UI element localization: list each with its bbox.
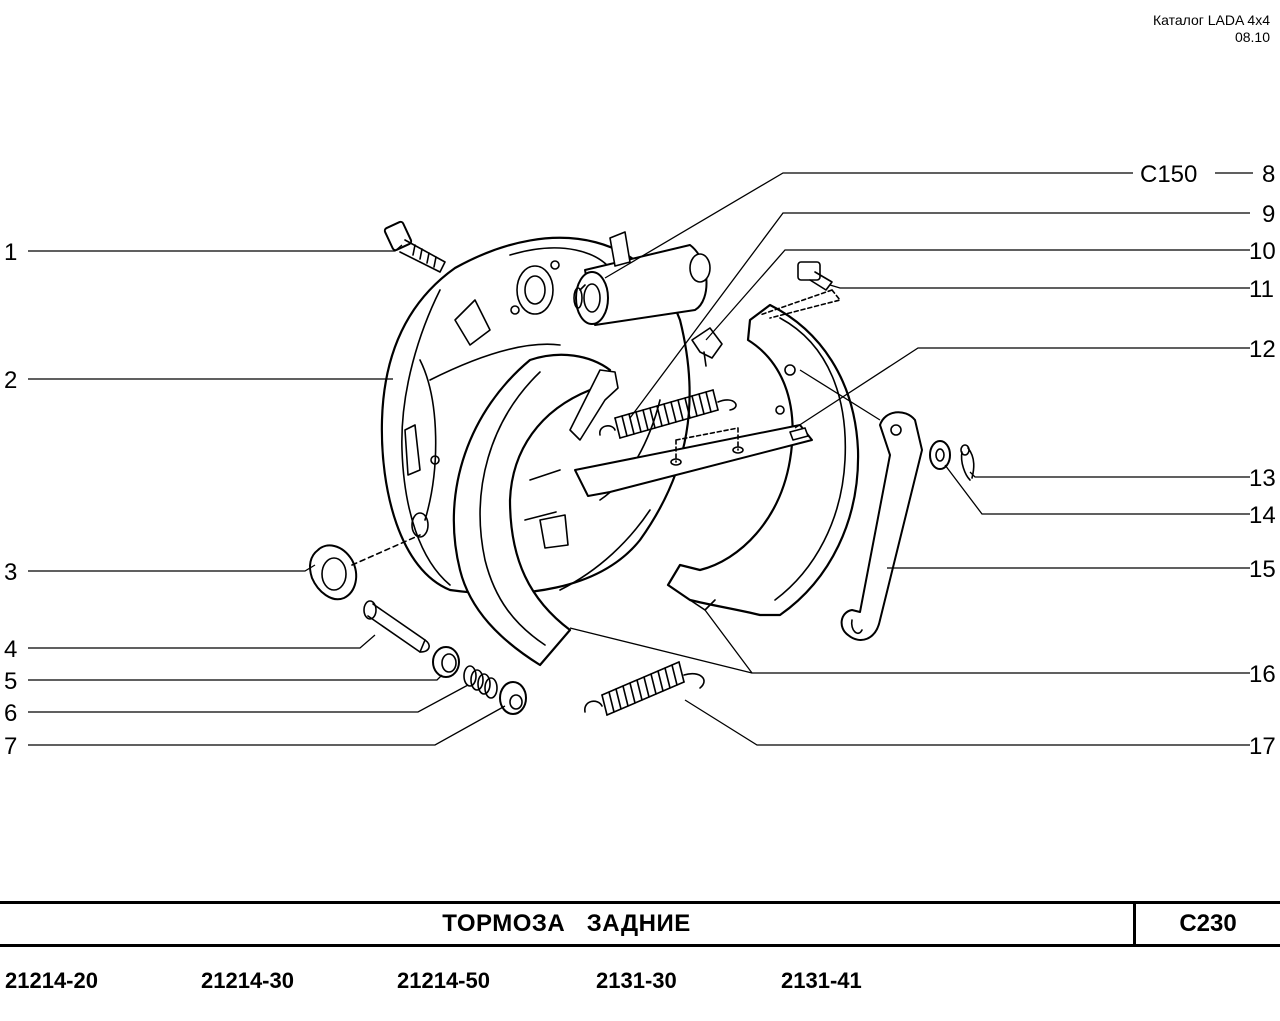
callout-17: 17 xyxy=(1249,733,1276,760)
spring-clip xyxy=(691,327,723,367)
brake-exploded-diagram: 1 2 3 4 5 6 7 C150 8 9 10 11 12 13 14 15… xyxy=(4,161,1276,760)
catalog-title: Каталог LADA 4x4 xyxy=(1152,12,1270,28)
cotter-pin xyxy=(960,444,975,481)
model-code: 21214-30 xyxy=(201,968,294,993)
callout-15: 15 xyxy=(1249,556,1276,583)
callout-10: 10 xyxy=(1249,238,1276,265)
callout-5: 5 xyxy=(4,668,17,695)
leader-lines xyxy=(28,172,1253,746)
spring-cup xyxy=(432,646,460,678)
hold-down-spring xyxy=(463,665,498,699)
model-code: 21214-50 xyxy=(397,968,490,993)
brake-shoe-left xyxy=(452,353,619,667)
washer xyxy=(929,440,951,470)
model-code: 2131-30 xyxy=(596,968,677,993)
callout-13: 13 xyxy=(1249,465,1276,492)
page-title: ТОРМОЗА ЗАДНИЕ xyxy=(442,910,691,937)
callout-14: 14 xyxy=(1249,502,1276,529)
callout-16: 16 xyxy=(1249,661,1276,688)
backing-plate xyxy=(380,236,691,595)
callout-3: 3 xyxy=(4,559,17,586)
callout-ref-c150: C150 xyxy=(1140,161,1197,188)
footer-top-rule xyxy=(0,901,1280,904)
callout-6: 6 xyxy=(4,700,17,727)
lower-return-spring xyxy=(584,661,705,716)
callout-12: 12 xyxy=(1249,336,1276,363)
footer-separator xyxy=(1133,901,1136,946)
callout-2: 2 xyxy=(4,367,17,394)
model-code: 21214-20 xyxy=(5,968,98,993)
catalog-header: Каталог LADA 4x4 08.10 xyxy=(1153,12,1270,46)
spacer-bar xyxy=(574,424,813,497)
upper-return-spring xyxy=(599,389,737,439)
callout-8: 8 xyxy=(1262,161,1275,188)
parking-lever xyxy=(840,411,923,641)
mounting-bolt xyxy=(383,220,446,273)
callout-9: 9 xyxy=(1262,201,1275,228)
callout-4: 4 xyxy=(4,636,17,663)
shoe-pin xyxy=(797,261,833,291)
wheel-cylinder xyxy=(573,231,711,326)
hold-down-pin xyxy=(363,600,430,653)
callout-7: 7 xyxy=(4,733,17,760)
model-code: 2131-41 xyxy=(781,968,862,993)
callout-1: 1 xyxy=(4,239,17,266)
footer-mid-rule xyxy=(0,944,1280,947)
callout-11: 11 xyxy=(1249,276,1274,303)
page-code: C230 xyxy=(1179,910,1237,937)
rubber-plug xyxy=(309,544,358,601)
retainer-cup xyxy=(499,681,527,715)
catalog-date: 08.10 xyxy=(1234,29,1270,45)
